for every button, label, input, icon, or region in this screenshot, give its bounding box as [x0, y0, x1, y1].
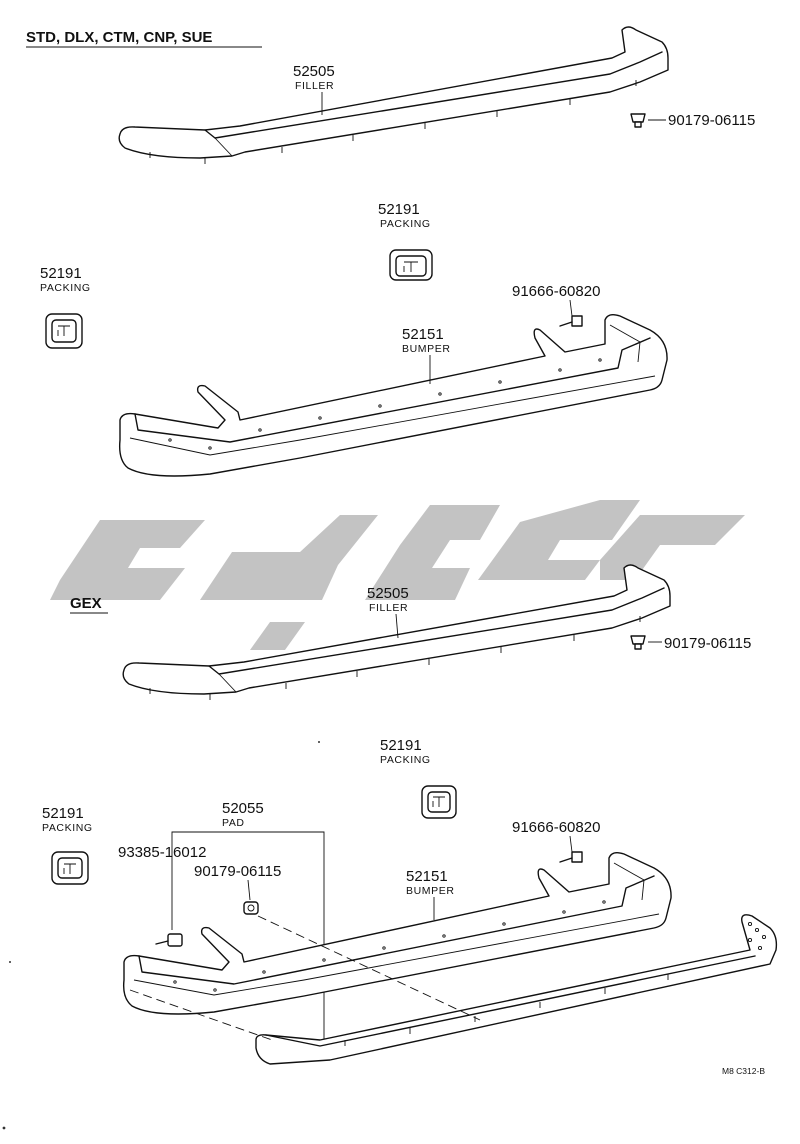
section-header-std: STD, DLX, CTM, CNP, SUE — [26, 29, 212, 46]
filler-top-part-number: 52505 — [293, 63, 335, 80]
leader-line — [247, 879, 251, 901]
scan-specks — [2, 741, 320, 1130]
watermark-logo — [50, 500, 745, 650]
pad-part — [255, 914, 778, 1065]
clip-icon — [630, 113, 646, 128]
packing-left-bottom-part-name: PACKING — [42, 822, 93, 834]
bumper-bottom-part-name: BUMPER — [406, 885, 455, 897]
packing-left-top-part-number: 52191 — [40, 265, 82, 282]
bumper-top-part-name: BUMPER — [402, 343, 451, 355]
bolt-bottom-part-number: 91666-60820 — [512, 819, 600, 836]
filler-top-part-name: FILLER — [295, 80, 334, 92]
leader-line — [395, 613, 399, 639]
packing-center-bottom-part-name: PACKING — [380, 754, 431, 766]
clip-icon — [243, 901, 259, 915]
pad-clip-part-number: 90179-06115 — [194, 863, 281, 880]
packing-icon — [51, 851, 89, 885]
filler-part-top — [118, 26, 669, 164]
packing-icon — [45, 313, 83, 349]
screw-icon — [155, 933, 183, 947]
clip-bottom-part-number: 90179-06115 — [664, 635, 751, 652]
packing-left-bottom-part-number: 52191 — [42, 805, 84, 822]
leader-line — [569, 835, 573, 853]
filler-bottom-part-number: 52505 — [367, 585, 409, 602]
packing-left-top-part-name: PACKING — [40, 282, 91, 294]
packing-icon — [389, 249, 433, 281]
bolt-icon — [559, 315, 583, 327]
clip-top-part-number: 90179-06115 — [668, 112, 755, 129]
bumper-part-top — [118, 313, 668, 477]
pad-part-name: PAD — [222, 817, 245, 829]
bumper-top-part-number: 52151 — [402, 326, 444, 343]
packing-center-top-part-name: PACKING — [380, 218, 431, 230]
packing-center-top-part-number: 52191 — [378, 201, 420, 218]
pad-bracket-line — [171, 831, 325, 1040]
figure-code: M8 C312-B — [722, 1066, 765, 1076]
bumper-part-bottom — [122, 851, 672, 1015]
screw-part-number: 93385-16012 — [118, 844, 206, 861]
alignment-lines — [129, 915, 481, 1041]
bolt-icon — [559, 851, 583, 863]
section-header-gex: GEX — [70, 595, 102, 612]
pad-part-number: 52055 — [222, 800, 264, 817]
bolt-top-part-number: 91666-60820 — [512, 283, 600, 300]
bumper-bottom-part-number: 52151 — [406, 868, 448, 885]
filler-part-bottom — [122, 564, 671, 700]
packing-center-bottom-part-number: 52191 — [380, 737, 422, 754]
leader-line — [569, 299, 573, 317]
clip-icon — [630, 635, 646, 650]
packing-icon — [421, 785, 457, 819]
filler-bottom-part-name: FILLER — [369, 602, 408, 614]
